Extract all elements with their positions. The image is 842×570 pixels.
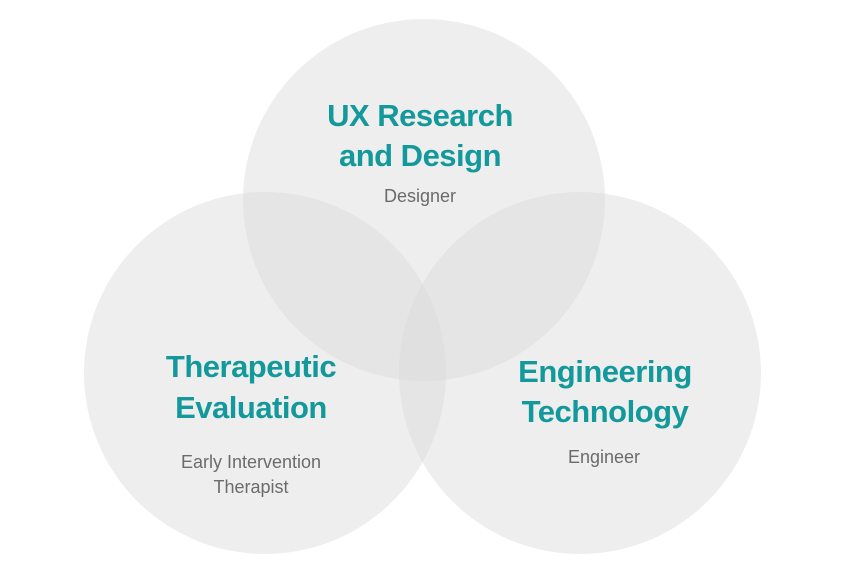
engineering-title-line-1: Engineering <box>518 354 692 389</box>
engineering-role-label: Engineer <box>568 447 640 467</box>
ux-title-line-2: and Design <box>339 138 501 173</box>
therapeutic-group: Therapeutic Evaluation Early Interventio… <box>166 349 337 497</box>
engineering-group: Engineering Technology Engineer <box>518 354 692 467</box>
therapeutic-title-line-1: Therapeutic <box>166 349 336 384</box>
circle-ux-research <box>243 19 605 381</box>
therapeutic-role-label-line-1: Early Intervention <box>181 452 321 472</box>
therapeutic-title-line-2: Evaluation <box>175 390 327 425</box>
circle-therapeutic-evaluation <box>84 192 446 554</box>
ux-title-line-1: UX Research <box>327 98 513 133</box>
circle-engineering-technology <box>399 192 761 554</box>
ux-research-group: UX Research and Design Designer <box>327 98 513 206</box>
ux-role-label: Designer <box>384 186 456 206</box>
therapeutic-role-label-line-2: Therapist <box>213 477 288 497</box>
engineering-title-line-2: Technology <box>522 394 690 429</box>
